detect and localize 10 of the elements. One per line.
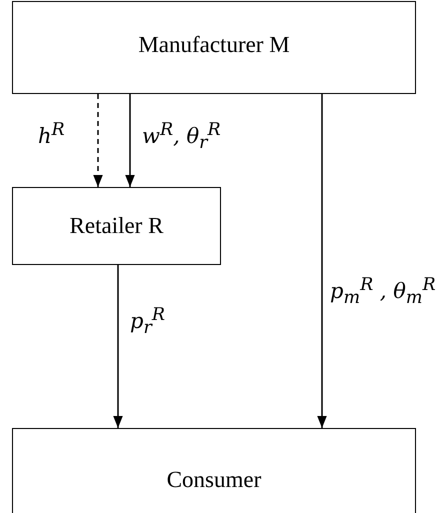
- entity-box: [12, 1, 416, 94]
- arrow: [317, 94, 327, 428]
- arrow: [93, 94, 103, 187]
- entity-box: [12, 187, 221, 265]
- arrow: [125, 94, 135, 187]
- node-label: Consumer: [166, 467, 262, 493]
- entity-box: [12, 428, 416, 513]
- arrow: [113, 265, 123, 428]
- node-label: Retailer R: [70, 213, 164, 239]
- node-label: Manufacturer M: [138, 32, 290, 58]
